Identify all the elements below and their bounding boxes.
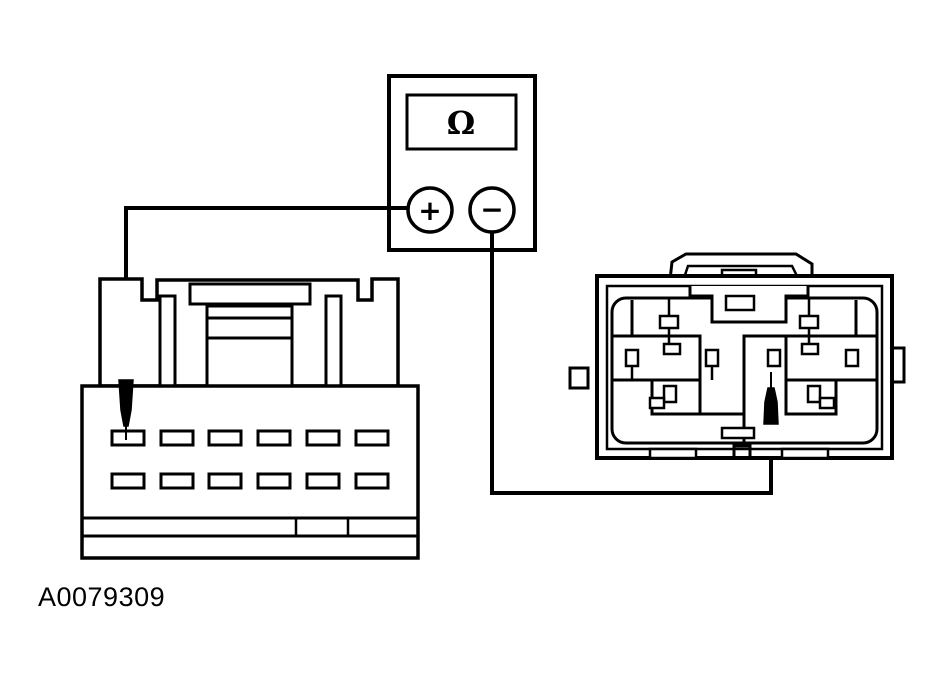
pin-cavity xyxy=(305,472,341,490)
pin-cavity xyxy=(354,429,390,447)
pin-cavity xyxy=(207,472,243,490)
pin-cavity xyxy=(806,384,822,404)
pin-cavity xyxy=(207,429,243,447)
pin-cavity xyxy=(110,472,146,490)
pin-cavity xyxy=(658,314,680,330)
pin-cavity xyxy=(256,472,292,490)
right-connector-side-tab-left xyxy=(568,366,590,390)
pin-cavity xyxy=(256,429,292,447)
multimeter-display xyxy=(405,93,518,151)
pin-cavity xyxy=(800,342,820,356)
pin-cavity xyxy=(662,384,678,404)
left-connector xyxy=(80,277,420,560)
pin-cavity xyxy=(354,472,390,490)
figure-id: A0079309 xyxy=(38,582,166,612)
pin-cavity xyxy=(159,429,195,447)
negative-probe-tip xyxy=(763,387,779,425)
pin-cavity xyxy=(704,348,720,368)
negative-terminal-label: − xyxy=(480,193,503,226)
pin-cavity xyxy=(720,426,756,440)
left-connector-rib-left xyxy=(158,294,177,388)
left-connector-pins xyxy=(110,429,390,490)
left-connector-latch-top xyxy=(188,282,312,306)
pin-cavity xyxy=(844,348,860,368)
right-connector-partitions xyxy=(612,300,877,443)
left-connector-body xyxy=(80,384,420,560)
pin-cavity xyxy=(766,348,782,368)
positive-terminal-label: + xyxy=(418,194,441,227)
multimeter: Ω + − xyxy=(387,74,537,252)
ohm-symbol: Ω xyxy=(447,104,475,142)
pin-cavity xyxy=(110,429,146,447)
left-connector-rib-right xyxy=(324,294,343,388)
pin-cavity xyxy=(624,348,640,368)
right-connector-pins xyxy=(624,314,860,440)
pin-cavity xyxy=(798,314,820,330)
pin-cavity xyxy=(662,342,682,356)
positive-probe-tip xyxy=(118,379,134,427)
pin-cavity xyxy=(159,472,195,490)
pin-cavity xyxy=(305,429,341,447)
pin-cavity xyxy=(818,396,836,410)
pin-cavity xyxy=(648,396,666,410)
